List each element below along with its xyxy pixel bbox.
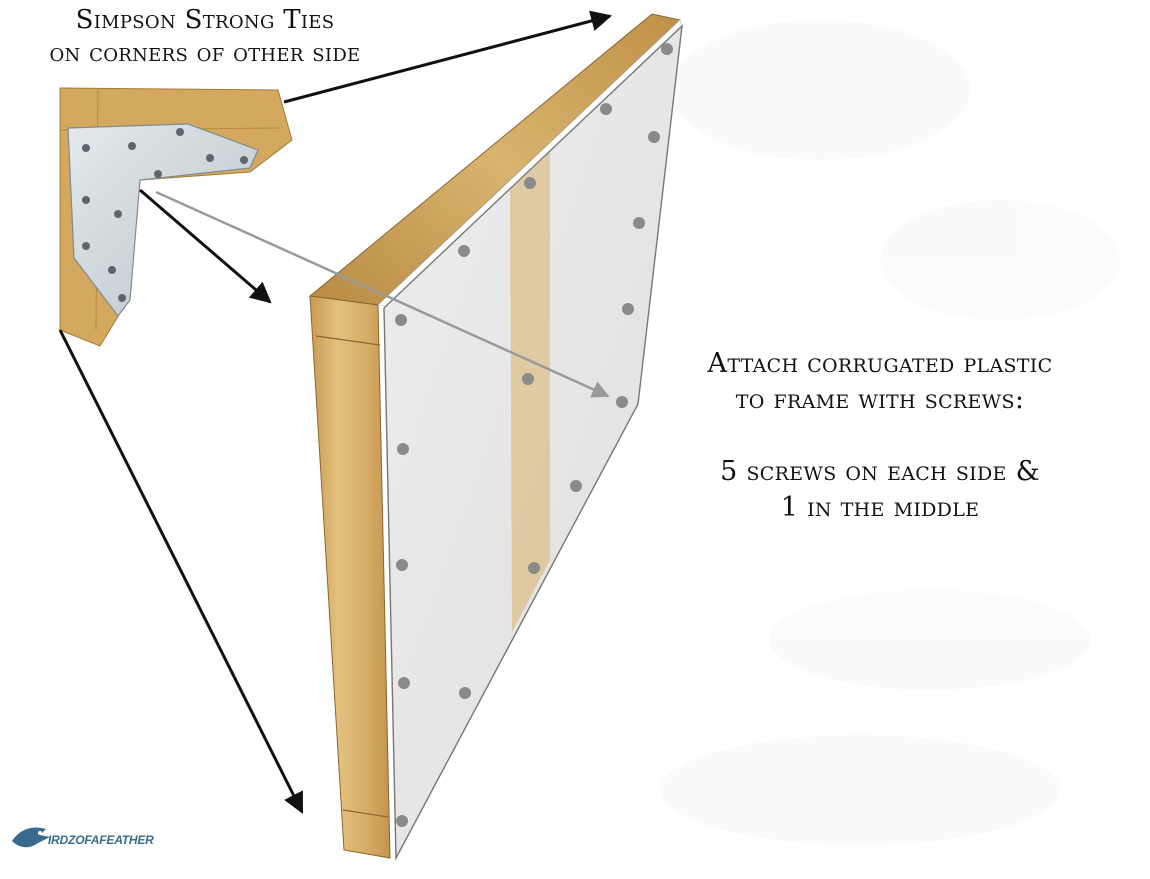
bracket-callout-line-1: Simpson Strong Ties bbox=[76, 5, 335, 35]
bracket-inset bbox=[60, 88, 292, 346]
screws-callout-line-1: Attach corrugated plastic bbox=[708, 348, 1053, 379]
bracket-callout-line-2: on corners of other side bbox=[49, 38, 360, 68]
screw bbox=[396, 815, 408, 827]
screw bbox=[395, 314, 407, 326]
frame-front-edge bbox=[310, 296, 390, 858]
screws-callout-line-3: 5 screws on each side & bbox=[720, 456, 1040, 487]
screw bbox=[459, 687, 471, 699]
screw bbox=[398, 677, 410, 689]
frame-panel bbox=[310, 14, 682, 858]
brand-watermark: IRDZOFAFEATHER bbox=[48, 833, 154, 847]
screw bbox=[522, 373, 534, 385]
screws-callout: Attach corrugated plastic to frame with … bbox=[640, 346, 1120, 526]
arrow-to-upper-corner bbox=[140, 190, 270, 302]
screw bbox=[528, 562, 540, 574]
screw bbox=[648, 131, 660, 143]
screws-callout-line-2: to frame with screws: bbox=[736, 384, 1024, 415]
middle-stud bbox=[510, 152, 550, 632]
screw bbox=[600, 103, 612, 115]
screw bbox=[570, 480, 582, 492]
screw bbox=[524, 177, 536, 189]
bird-logo-icon bbox=[12, 828, 50, 848]
bracket-callout: Simpson Strong Ties on corners of other … bbox=[0, 4, 410, 70]
screw bbox=[458, 245, 470, 257]
screw bbox=[622, 303, 634, 315]
simpson-strong-tie-bracket bbox=[68, 124, 258, 316]
arrow-to-bottom-corner bbox=[60, 330, 302, 812]
screws-callout-line-4: 1 in the middle bbox=[781, 492, 980, 523]
screw bbox=[397, 443, 409, 455]
screw bbox=[396, 559, 408, 571]
screw bbox=[633, 217, 645, 229]
screw bbox=[661, 43, 673, 55]
screw bbox=[616, 396, 628, 408]
